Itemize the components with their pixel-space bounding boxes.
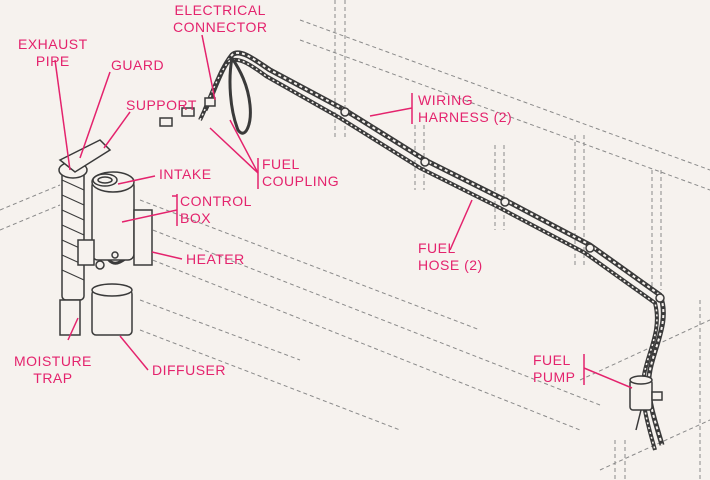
- label-line: MOISTURE: [14, 353, 92, 369]
- label-fuel-coupling: FUEL COUPLING: [262, 156, 339, 190]
- label-line: HARNESS (2): [418, 109, 513, 125]
- label-line: FUEL: [262, 156, 300, 172]
- fuel-pump-assembly: [629, 375, 663, 431]
- label-support: SUPPORT: [126, 97, 197, 113]
- label-line: FUEL: [418, 240, 456, 256]
- label-line: HOSE (2): [418, 257, 483, 273]
- label-intake: INTAKE: [159, 166, 212, 182]
- label-diffuser: DIFFUSER: [152, 362, 226, 378]
- label-wiring-harness: WIRING HARNESS (2): [418, 92, 512, 126]
- label-guard: GUARD: [111, 57, 165, 73]
- exhaust-pipe-shape: [61, 169, 85, 301]
- label-line: EXHAUST: [18, 36, 88, 52]
- label-line: ELECTRICAL: [174, 2, 266, 18]
- label-line: TRAP: [33, 370, 73, 386]
- label-line: PIPE: [35, 53, 70, 69]
- label-line: COUPLING: [262, 173, 340, 189]
- label-exhaust-pipe: EXHAUST PIPE: [18, 36, 88, 70]
- label-fuel-pump: FUEL PUMP: [533, 352, 575, 386]
- leader-lines: [54, 34, 633, 389]
- label-line: CONNECTOR: [173, 19, 268, 35]
- label-fuel-hose: FUEL HOSE (2): [418, 240, 483, 274]
- harness-clamps: [159, 97, 665, 303]
- label-line: CONTROL: [180, 193, 252, 209]
- label-line: FUEL: [533, 352, 571, 368]
- control-box-shape: [133, 209, 153, 266]
- label-moisture-trap: MOISTURE TRAP: [14, 353, 92, 387]
- heater-assembly: [58, 139, 153, 336]
- label-line: PUMP: [533, 369, 576, 385]
- label-control-box: CONTROL BOX: [180, 193, 252, 227]
- label-electrical-connector: ELECTRICAL CONNECTOR: [173, 2, 267, 36]
- label-heater: HEATER: [186, 251, 245, 267]
- label-line: BOX: [180, 210, 212, 226]
- label-line: WIRING: [418, 92, 474, 108]
- moisture-trap-shape: [59, 299, 81, 336]
